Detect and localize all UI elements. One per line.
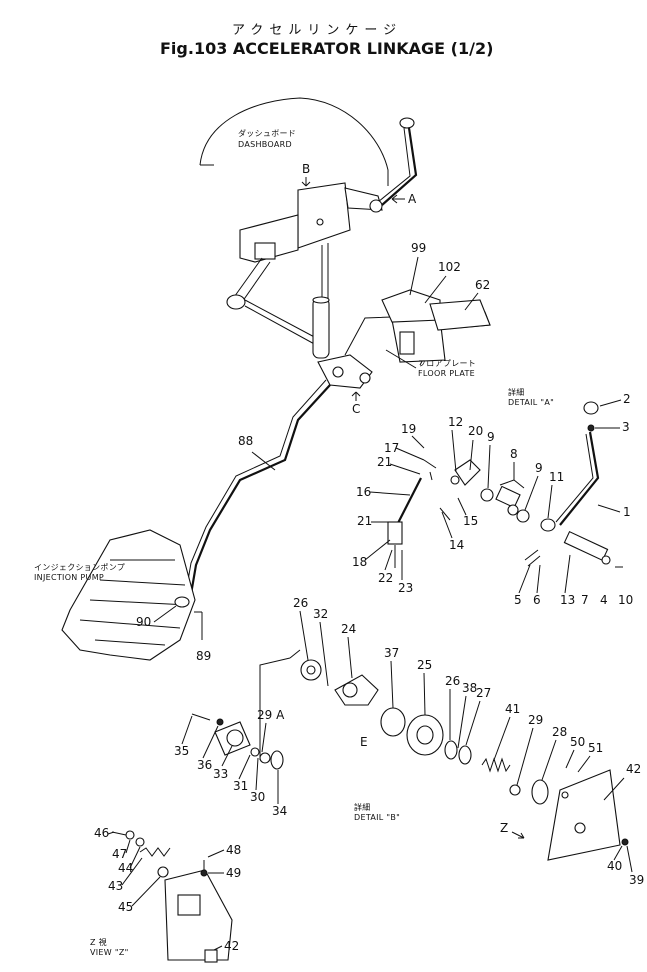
part-44: 44: [118, 861, 133, 875]
part-89: 89: [196, 649, 211, 663]
part-21b: 21: [357, 514, 372, 528]
pedal-knob: [399, 117, 415, 129]
arrow-z-label: Z: [500, 821, 508, 835]
figure-title: Fig.103 ACCELERATOR LINKAGE (1/2): [160, 39, 493, 58]
part-40: 40: [607, 859, 622, 873]
part-49: 49: [226, 866, 241, 880]
part-1: 1: [623, 505, 631, 519]
part-41: 41: [505, 702, 520, 716]
part-5: 5: [514, 593, 522, 607]
arrow-c-label: C: [352, 402, 360, 416]
part-30: 30: [250, 790, 265, 804]
injection-pump: [61, 529, 196, 661]
part-43: 43: [108, 879, 123, 893]
part-24: 24: [341, 622, 356, 636]
part-45: 45: [118, 900, 133, 914]
part-10: 10: [618, 593, 633, 607]
ring-37: [380, 707, 406, 737]
part-3: 3: [622, 420, 630, 434]
part-16: 16: [356, 485, 371, 499]
part-22: 22: [378, 571, 393, 585]
floor-plate-label-jp: フロアプレート: [418, 359, 476, 368]
part-62: 62: [475, 278, 490, 292]
rod-88: [188, 384, 331, 601]
part-8: 8: [510, 447, 518, 461]
part-18: 18: [352, 555, 367, 569]
part-23: 23: [398, 581, 413, 595]
part-20: 20: [468, 424, 483, 438]
part-4: 4: [600, 593, 608, 607]
detail-a-label: DETAIL "A": [508, 398, 554, 407]
part-12: 12: [448, 415, 463, 429]
injection-pump-label: INJECTION PUMP: [34, 573, 104, 582]
part-26a: 26: [293, 596, 308, 610]
floor-plate-label: FLOOR PLATE: [418, 369, 475, 378]
injection-pump-label-jp: インジェクションポンプ: [34, 563, 125, 572]
part-2: 2: [623, 392, 631, 406]
dashboard-label-jp: ダッシュボード: [238, 128, 296, 138]
part-31: 31: [233, 779, 248, 793]
pedal-plate-62: [429, 299, 491, 331]
part-51: 51: [588, 741, 603, 755]
part-29: 29: [528, 713, 543, 727]
part-90: 90: [136, 615, 151, 629]
dashboard-label: DASHBOARD: [238, 140, 292, 149]
part-50: 50: [570, 735, 585, 749]
part-99: 99: [411, 241, 426, 255]
spring-43: [139, 847, 171, 857]
detail-b-label: DETAIL "B": [354, 813, 400, 822]
detail-a-label-jp: 詳細: [508, 387, 525, 397]
part-14: 14: [449, 538, 464, 552]
detail-b-label-jp: 詳細: [354, 802, 371, 812]
part-number-callouts: 1 2 3 4 5 6 7 8 9 9 10 11 12 13 14 15 16…: [94, 241, 644, 953]
pedal-rod: [381, 127, 418, 206]
part-39: 39: [629, 873, 644, 887]
part-38: 38: [462, 681, 477, 695]
part-32: 32: [313, 607, 328, 621]
part-11: 11: [549, 470, 564, 484]
part-48: 48: [226, 843, 241, 857]
part-27: 27: [476, 686, 491, 700]
link-rod-16: [396, 477, 422, 526]
part-7: 7: [581, 593, 589, 607]
link-arm: [231, 257, 271, 306]
part-33: 33: [213, 767, 228, 781]
part-46: 46: [94, 826, 109, 840]
part-25: 25: [417, 658, 432, 672]
part-9a: 9: [487, 430, 495, 444]
part-102: 102: [438, 260, 461, 274]
part-15: 15: [463, 514, 478, 528]
view-z-label-jp: Z 視: [90, 938, 107, 947]
title-kana: アクセルリンケージ: [232, 23, 402, 38]
part-6: 6: [533, 593, 541, 607]
spring-41: [481, 757, 511, 773]
part-42-right: 42: [626, 762, 641, 776]
part-9b: 9: [535, 461, 543, 475]
part-34: 34: [272, 804, 287, 818]
part-13: 13: [560, 593, 575, 607]
part-88: 88: [238, 434, 253, 448]
part-29a: 29 A: [257, 708, 285, 722]
part-36: 36: [197, 758, 212, 772]
upper-bracket: [297, 182, 351, 249]
part-26b: 26: [445, 674, 460, 688]
part-21a: 21: [377, 455, 392, 469]
arrow-a-label: A: [408, 192, 417, 206]
o-ring-28: [531, 779, 549, 805]
pedal-rod-1: [559, 431, 600, 526]
part-37: 37: [384, 646, 399, 660]
arrow-b-label: B: [302, 162, 310, 176]
mark-e: E: [360, 735, 368, 749]
view-z-label: VIEW "Z": [90, 948, 129, 957]
part-35: 35: [174, 744, 189, 758]
part-42-view-z: 42: [224, 939, 239, 953]
part-17: 17: [384, 441, 399, 455]
dashboard-outline: [199, 97, 389, 186]
part-47: 47: [112, 847, 127, 861]
part-28: 28: [552, 725, 567, 739]
plate-42-right: [547, 769, 621, 861]
part-19: 19: [401, 422, 416, 436]
